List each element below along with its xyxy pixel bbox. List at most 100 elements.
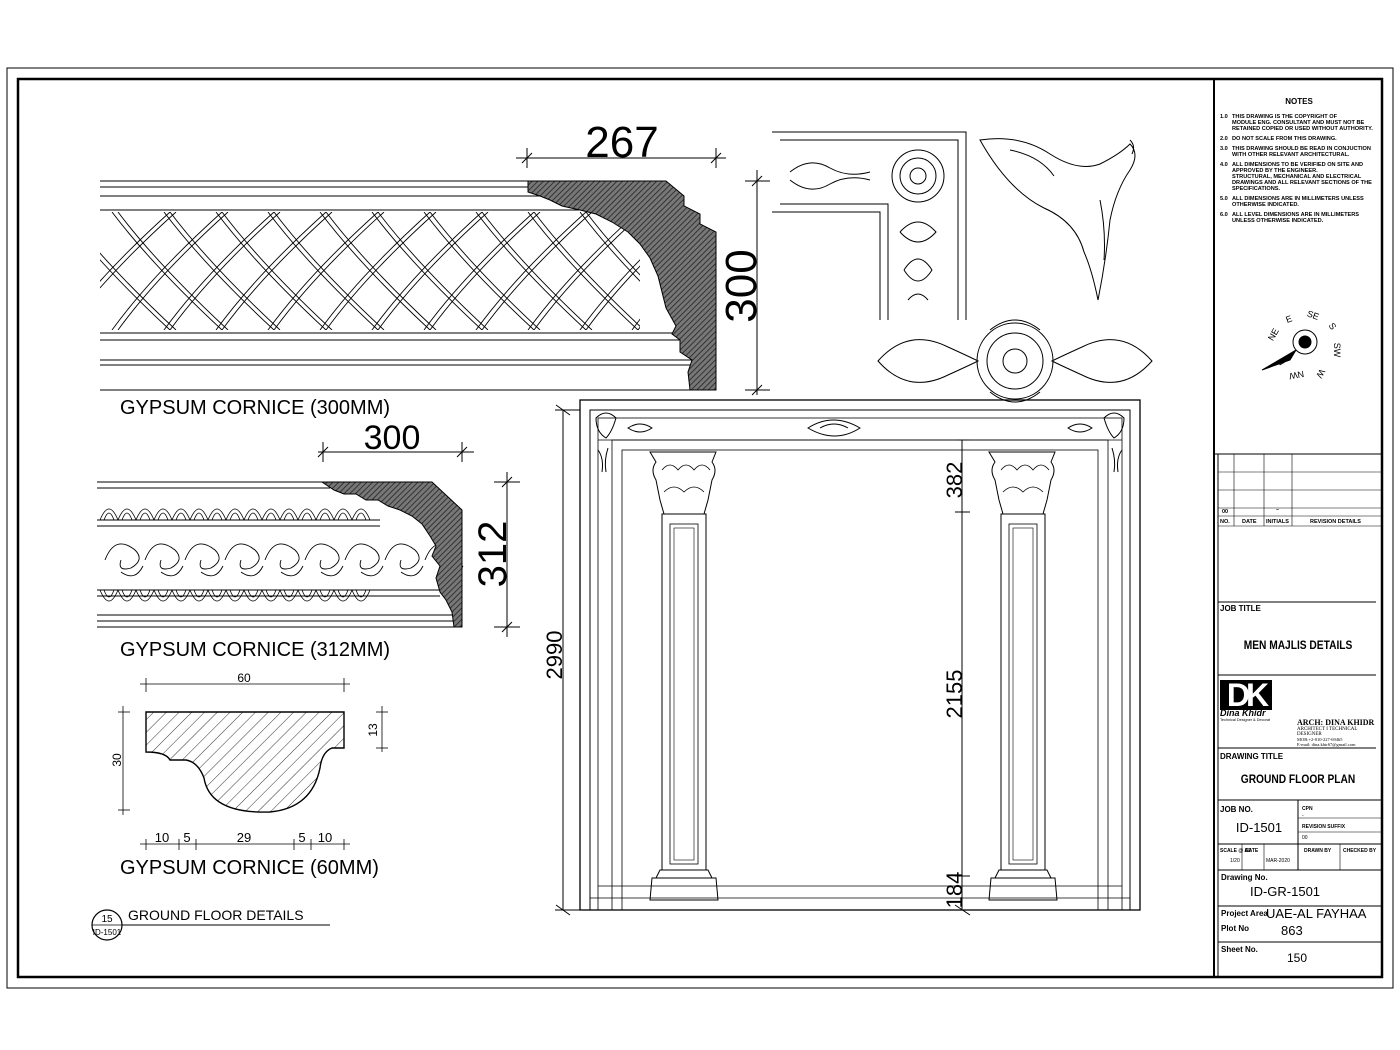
note-line: STRUCTURAL, MECHANICAL AND ELECTRICAL (1232, 174, 1362, 180)
segment-dim: 10 (318, 830, 332, 845)
date-value: MAR-2020 (1266, 858, 1290, 864)
drawing-title: GROUND FLOOR PLAN (1240, 772, 1356, 786)
lattice-line (475, 212, 587, 330)
lattice-line (377, 212, 489, 330)
lattice-line (371, 212, 483, 330)
detail-callout (91, 909, 330, 941)
note-number: 1.0 (1220, 114, 1228, 120)
job-title: MEN MAJLIS DETAILS (1243, 638, 1353, 652)
revision-header: NO. (1220, 519, 1230, 525)
revision-header: DATE (1242, 519, 1257, 525)
callout-sheet-ref: ID-1501 (93, 928, 122, 937)
frieze-scroll (224, 543, 264, 577)
note-text: DO NOT SCALE FROM THIS DRAWING. (1232, 136, 1337, 142)
drawing-title-label: DRAWING TITLE (1220, 752, 1284, 761)
note-item: 5.0 ALL DIMENSIONS ARE IN MILLIMETERS UNL… (1220, 196, 1378, 208)
plot-no-label: Plot No (1221, 924, 1249, 933)
lattice-line (163, 212, 275, 330)
lattice-line (423, 212, 535, 330)
lattice-line (267, 212, 379, 330)
lattice-line (117, 212, 229, 330)
drawing-no-label: Drawing No. (1221, 873, 1268, 882)
cornice-60-width-dim: 60 (237, 671, 251, 685)
logo-mark: DK Dina Khidr Technical Designer & Decor… (1220, 679, 1292, 722)
segment-dim: 5 (183, 830, 190, 845)
lattice-line (111, 212, 223, 330)
note-number: 2.0 (1220, 136, 1228, 142)
frieze-leaf (315, 508, 335, 602)
revision-header: INITIALS (1266, 519, 1289, 525)
lattice-line (221, 212, 333, 330)
cornice-60-title: GYPSUM CORNICE (60MM) (120, 857, 379, 879)
note-number: 4.0 (1220, 162, 1228, 168)
frieze-leaf (189, 508, 209, 602)
frieze-scroll (384, 543, 424, 577)
note-line: OTHERWISE INDICATED. (1232, 202, 1299, 208)
note-line: MODULE ENG. CONSULTANT AND MUST NOT BE (1232, 120, 1365, 126)
frieze-leaf (117, 508, 137, 602)
cornice-300-width-dim: 267 (585, 118, 658, 167)
cornice-300-height-dim: 300 (717, 249, 766, 322)
lattice-line (273, 212, 385, 330)
revision-suffix-value: 00 (1302, 835, 1308, 841)
revision-header: REVISION DETAILS (1310, 519, 1361, 525)
project-area-label: Project Area (1221, 909, 1268, 918)
job-no: ID-1501 (1235, 820, 1283, 835)
elevation-top-dim: 382 (942, 462, 967, 499)
logo-initials: DK (1220, 679, 1272, 711)
lattice-line (533, 212, 640, 327)
lattice-line (100, 212, 171, 282)
lattice-line (117, 212, 229, 330)
cpn-value: - (1302, 813, 1304, 819)
compass-label: S (1327, 321, 1339, 332)
note-number: 3.0 (1220, 146, 1228, 152)
revision-suffix-label: REVISION SUFFIX (1302, 824, 1346, 830)
logo-name: Dina Khidr (1220, 708, 1266, 718)
lattice-line (579, 259, 640, 330)
lattice-line (100, 259, 171, 330)
note-number: 5.0 (1220, 196, 1228, 202)
elevation-mid-dim: 2155 (942, 670, 967, 719)
cornice-312-section (320, 481, 463, 628)
note-line: ALL LEVEL DIMENSIONS ARE IN MILLIMETERS (1232, 212, 1360, 218)
lattice-line (579, 212, 640, 282)
compass-label: SE (1306, 308, 1321, 322)
frieze-leaf (297, 508, 317, 602)
notes-panel: NOTES 1.0 THIS DRAWING IS THE COPYRIGHT O… (1220, 97, 1378, 228)
note-line: DRAWINGS AND ALL RELEVANT SECTIONS OF TH… (1232, 180, 1372, 186)
lattice-line (273, 212, 385, 330)
revision-initials: – (1276, 507, 1280, 513)
note-line: DO NOT SCALE FROM THIS DRAWING. (1232, 136, 1337, 142)
note-line: ALL DIMENSIONS ARE IN MILLIMETERS UNLESS (1232, 196, 1364, 202)
frieze-scroll (264, 543, 304, 577)
frieze-leaf (207, 508, 227, 602)
designer-arch: ARCH: DINA KHIDR (1297, 718, 1375, 727)
frieze-leaf (135, 508, 155, 602)
notes-heading: NOTES (1285, 97, 1313, 106)
lattice-line (169, 212, 281, 330)
note-line: WITH OTHER RELEVANT ARCHITECTURAL. (1232, 152, 1350, 158)
note-line: THIS DRAWING IS THE COPYRIGHT OF (1232, 114, 1338, 120)
note-text: ALL DIMENSIONS TO BE VERIFIED ON SITE AN… (1232, 162, 1372, 192)
cornice-312-title: GYPSUM CORNICE (312MM) (120, 639, 390, 661)
compass-label: SW (1332, 343, 1342, 358)
elevation-base-dim: 184 (942, 872, 967, 909)
frieze-leaf (243, 508, 263, 602)
cornice-312-detail (97, 442, 520, 637)
sheet-no: 150 (1287, 951, 1308, 965)
project-area: UAE-AL FAYHAA (1266, 906, 1367, 921)
compass-label: NE (1266, 327, 1281, 343)
frieze-leaf (225, 508, 245, 602)
lattice-line (475, 212, 587, 330)
drawing-no: ID-GR-1501 (1249, 884, 1321, 899)
callout-title: GROUND FLOOR DETAILS (128, 907, 304, 923)
scale-label: SCALE @ A2 (1220, 848, 1251, 854)
cornice-300-section (527, 180, 717, 391)
medallion-ornament (877, 319, 1153, 403)
segment-dim: 10 (155, 830, 169, 845)
lattice-line (111, 212, 223, 330)
north-compass (1261, 329, 1318, 371)
